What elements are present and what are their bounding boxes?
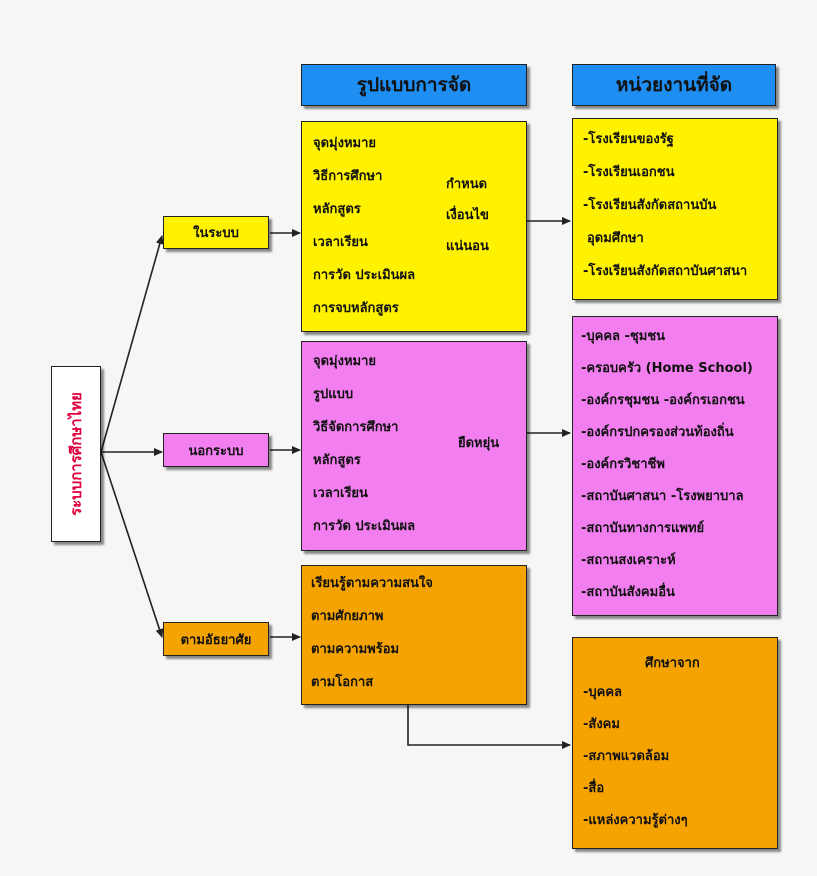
- list-item: -สถาบันทางการแพทย์: [581, 521, 705, 536]
- category-nonformal-label: นอกระบบ: [188, 443, 244, 459]
- root-label: ระบบการศึกษาไทย: [67, 392, 85, 516]
- list-item: เรียนรู้ตามความสนใจ: [311, 576, 433, 591]
- list-item: การวัด ประเมินผล: [313, 268, 416, 283]
- root-node: ระบบการศึกษาไทย: [51, 366, 101, 542]
- header-format-label: รูปแบบการจัด: [356, 74, 472, 96]
- list-item: รูปแบบ: [313, 387, 354, 402]
- category-informal-label: ตามอัธยาศัย: [180, 632, 252, 648]
- list-item: -สังคม: [583, 717, 620, 732]
- arrow-root-to-informal: [100, 451, 164, 638]
- condition-text: กำหนด: [446, 177, 488, 192]
- list-item: การวัด ประเมินผล: [313, 519, 416, 534]
- list-item: -สถาบันศาสนา -โรงพยาบาล: [581, 489, 744, 504]
- list-item: -โรงเรียนสังกัดสถานบัน: [583, 198, 717, 213]
- list-item: -สถานสงเคราะห์: [581, 553, 676, 568]
- header-agency: หน่วยงานที่จัด: [572, 64, 776, 106]
- list-item: วิธีการศึกษา: [313, 169, 383, 184]
- list-item: หลักสูตร: [313, 202, 361, 217]
- list-item: -บุคคล -ชุมชน: [581, 329, 666, 344]
- nonformal-format-box: [301, 341, 527, 551]
- list-item: จุดมุ่งหมาย: [313, 354, 377, 369]
- arrow-root-to-formal: [100, 235, 164, 453]
- list-item: จุดมุ่งหมาย: [313, 136, 377, 151]
- list-item: -โรงเรียนเอกชน: [583, 165, 675, 180]
- list-item: ตามความพร้อม: [311, 642, 400, 657]
- category-formal-label: ในระบบ: [193, 226, 239, 241]
- condition-text: แน่นอน: [446, 239, 489, 254]
- formal-format-box: [301, 121, 527, 332]
- list-item: -บุคคล: [583, 685, 623, 700]
- list-item: -องค์กรวิชาชีพ: [581, 457, 665, 472]
- list-item: -ครอบครัว (Home School): [581, 361, 753, 376]
- list-item: -องค์กรปกครองส่วนท้องถิ่น: [581, 425, 734, 440]
- list-item: -โรงเรียนของรัฐ: [583, 132, 674, 147]
- list-item: อุดมศึกษา: [587, 231, 644, 246]
- list-item: -สื่อ: [583, 781, 605, 796]
- informal-format-box: [301, 565, 527, 705]
- list-item: เวลาเรียน: [313, 486, 368, 501]
- arrow-informal-to-sources: [407, 705, 571, 749]
- list-item: วิธีจัดการศึกษา: [313, 420, 399, 435]
- header-agency-label: หน่วยงานที่จัด: [615, 74, 733, 96]
- category-informal: ตามอัธยาศัย: [163, 622, 269, 656]
- nonformal-agency-box: [572, 316, 778, 616]
- category-nonformal: นอกระบบ: [163, 433, 269, 467]
- header-format: รูปแบบการจัด: [301, 64, 527, 106]
- list-item: -โรงเรียนสังกัดสถาบันศาสนา: [583, 264, 748, 279]
- formal-agency-box: [572, 118, 778, 300]
- sources-title: ศึกษาจาก: [645, 656, 700, 671]
- nonformal-condition: ยืดหยุ่น: [458, 436, 500, 451]
- list-item: -สถาบันสังคมอื่น: [581, 585, 675, 600]
- list-item: -สภาพแวดล้อม: [583, 749, 670, 764]
- list-item: ตามศักยภาพ: [311, 609, 384, 624]
- list-item: เวลาเรียน: [313, 235, 368, 250]
- list-item: -แหล่งความรู้ต่างๆ: [583, 813, 688, 828]
- list-item: หลักสูตร: [313, 453, 361, 468]
- category-formal: ในระบบ: [163, 216, 269, 249]
- list-item: ตามโอกาส: [311, 675, 374, 690]
- condition-text: เงื่อนไข: [446, 208, 489, 223]
- list-item: -องค์กรชุมชน -องค์กรเอกชน: [581, 393, 745, 408]
- list-item: การจบหลักสูตร: [313, 301, 399, 316]
- informal-sources-box: [572, 637, 778, 849]
